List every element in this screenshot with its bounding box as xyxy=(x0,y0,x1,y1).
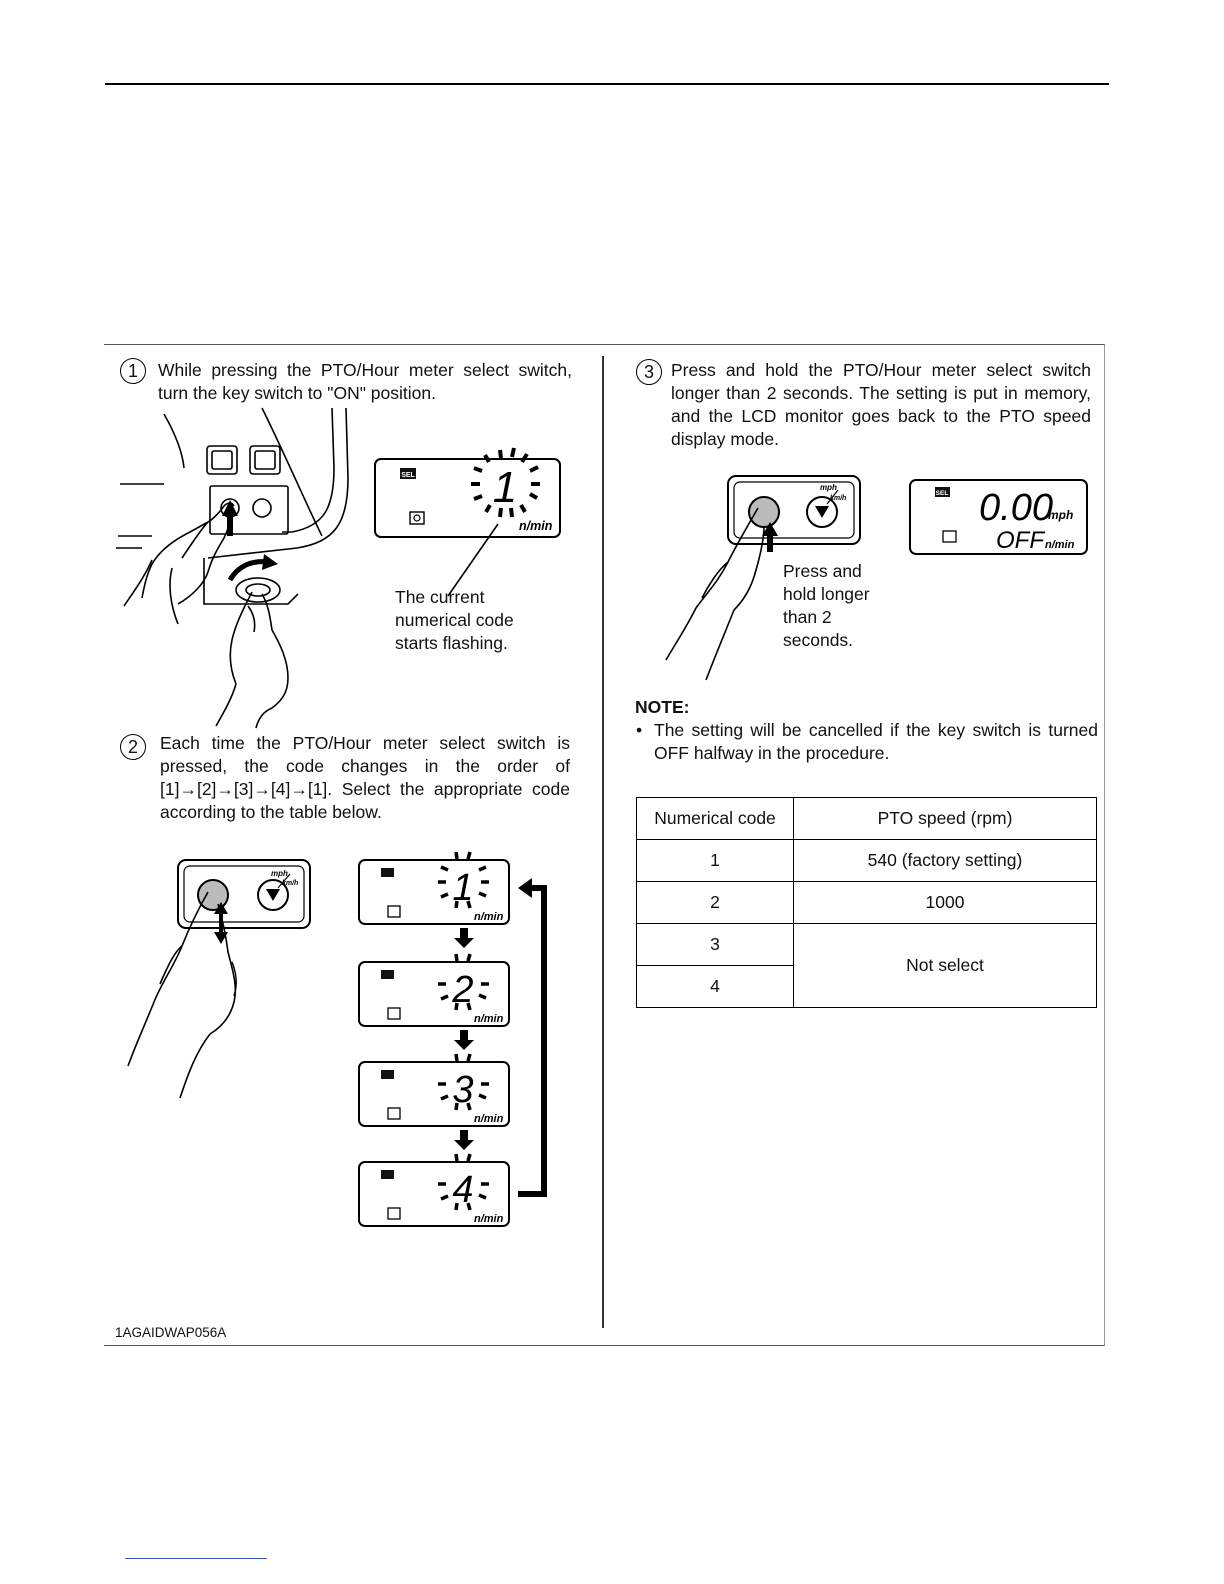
lcd-final-speed: 0.00 xyxy=(979,487,1053,529)
table-row: 2 1000 xyxy=(636,881,1097,924)
table-cell-code: 1 xyxy=(636,839,794,882)
header-rule xyxy=(105,83,1109,85)
lcd-seq-4-digit: 4 xyxy=(452,1169,473,1211)
table-row: 1 540 (factory setting) xyxy=(636,839,1097,882)
step-1-text: While pressing the PTO/Hour meter select… xyxy=(158,360,572,403)
table-header-code: Numerical code xyxy=(636,797,794,840)
step-2-text: Each time the PTO/Hour meter select swit… xyxy=(160,733,570,822)
procedure-panel xyxy=(104,344,1105,1346)
step-2-number: 2 xyxy=(120,734,146,760)
code-table: Numerical code PTO speed (rpm) 1 540 (fa… xyxy=(636,797,1097,1008)
note-bullet: • xyxy=(636,720,643,740)
note-title: NOTE: xyxy=(635,697,690,717)
switch3-mph-label: mph xyxy=(820,483,837,492)
lcd-final: SEL 0.00 mph OFF n/min xyxy=(909,479,1088,555)
table-cell-code: 4 xyxy=(636,965,794,1008)
lcd-step1-digit: 1 xyxy=(493,463,517,512)
column-divider xyxy=(602,356,604,1328)
lcd-seq-flash-rays xyxy=(438,851,489,1211)
select-switch-illustration: mph km/h xyxy=(127,859,311,1099)
lcd-seq-1: 1 n/min xyxy=(358,859,510,925)
lcd-seq-4-unit: n/min xyxy=(474,1213,504,1225)
note-item: • The setting will be cancelled if the k… xyxy=(636,720,1098,763)
footer-link-rule xyxy=(125,1558,267,1559)
table-cell-speed: 540 (factory setting) xyxy=(793,839,1097,882)
flashing-callout: The current numerical code starts flashi… xyxy=(395,587,514,653)
sequence-down-arrows xyxy=(454,928,474,1150)
switch2-kmh-label: km/h xyxy=(282,880,298,887)
lcd-final-speed-unit: mph xyxy=(1048,508,1073,522)
step-3-text: Press and hold the PTO/Hour meter select… xyxy=(671,360,1091,449)
lcd-step1-unit: n/min xyxy=(519,519,553,533)
press-hold-callout: Press and hold longer than 2 seconds. xyxy=(783,561,870,650)
switch3-kmh-label: km/h xyxy=(830,495,846,502)
table-header-row: Numerical code PTO speed (rpm) xyxy=(636,797,1097,840)
figure-id: 1AGAIDWAP056A xyxy=(115,1325,227,1340)
lcd-final-pto: OFF xyxy=(996,527,1045,554)
lcd-final-sel: SEL xyxy=(936,490,949,497)
lcd-step1-flash-rays xyxy=(471,447,540,518)
lcd-seq-3: 3 n/min xyxy=(358,1061,510,1127)
lcd-sequence: 1 n/min 2 n/min 3 n/min 4 n/min xyxy=(358,851,547,1227)
step-3-number: 3 xyxy=(636,359,662,385)
lcd-seq-3-unit: n/min xyxy=(474,1113,504,1125)
lcd-final-pto-unit: n/min xyxy=(1045,539,1075,551)
table-row: 4 xyxy=(636,965,1097,1008)
lcd-seq-2-unit: n/min xyxy=(474,1013,504,1025)
table-cell-speed: 1000 xyxy=(793,881,1097,924)
lcd-seq-2-digit: 2 xyxy=(451,969,473,1011)
lcd-seq-1-unit: n/min xyxy=(474,911,504,923)
table-cell-code: 3 xyxy=(636,923,794,966)
table-cell-code: 2 xyxy=(636,881,794,924)
key-switch-illustration xyxy=(116,407,349,729)
step-1-number: 1 xyxy=(120,358,146,384)
table-row: 3 Not select xyxy=(636,923,1097,1008)
table-cell-speed: Not select xyxy=(793,923,1097,1008)
hold-switch-illustration: mph km/h xyxy=(665,475,861,681)
lcd-seq-3-digit: 3 xyxy=(452,1069,473,1111)
table-header-speed: PTO speed (rpm) xyxy=(793,797,1097,840)
lcd-seq-1-digit: 1 xyxy=(452,867,473,909)
lcd-seq-2: 2 n/min xyxy=(358,961,510,1027)
sequence-return-arrow xyxy=(518,885,547,1197)
lcd-seq-4: 4 n/min xyxy=(358,1161,510,1227)
lcd-step1: SEL 1 n/min xyxy=(374,447,561,597)
lcd-step1-sel: SEL xyxy=(401,472,415,479)
switch2-mph-label: mph xyxy=(271,869,288,878)
